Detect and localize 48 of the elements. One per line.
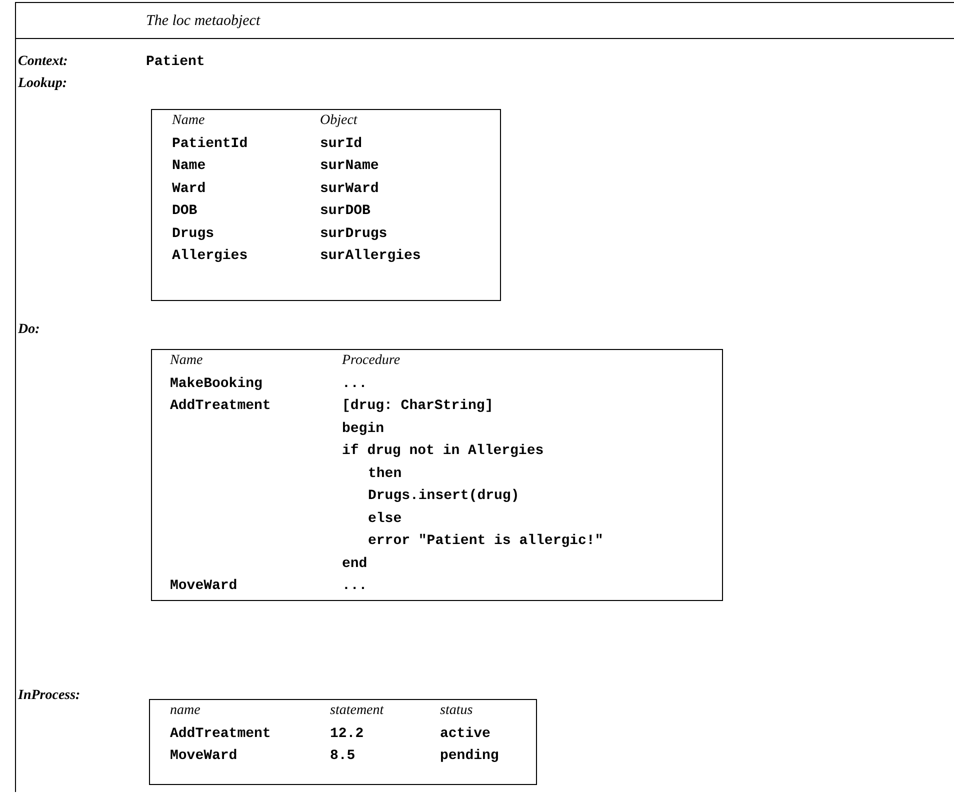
column-header: Procedure (342, 352, 400, 370)
metaobject-frame (15, 2, 954, 792)
section-label: InProcess: (18, 687, 80, 705)
code-text: surDOB (320, 202, 370, 220)
code-text: PatientId (172, 134, 248, 152)
code-text: surId (320, 134, 362, 152)
code-text: [drug: CharString] (342, 397, 494, 415)
column-header: Name (172, 112, 205, 130)
code-text: begin (342, 420, 384, 438)
code-text: Drugs.insert(drug) (368, 487, 520, 505)
table-box (151, 109, 501, 301)
code-text: else (368, 510, 402, 528)
column-header: statement (330, 702, 384, 720)
code-text: error "Patient is allergic!" (368, 532, 604, 550)
code-text: surAllergies (320, 247, 421, 265)
code-text: 8.5 (330, 747, 356, 765)
code-text: Ward (172, 180, 206, 198)
code-text: AddTreatment (170, 724, 271, 742)
column-header: name (170, 702, 200, 720)
context-value: Patient (146, 53, 205, 71)
column-header: Object (320, 112, 358, 130)
code-text: active (440, 724, 490, 742)
column-header: status (440, 702, 473, 720)
section-label: Context: (18, 53, 68, 71)
code-text: 12.2 (330, 724, 364, 742)
section-label: Do: (18, 321, 40, 339)
code-text: surName (320, 157, 379, 175)
code-text: DOB (172, 202, 198, 220)
code-text: Allergies (172, 247, 248, 265)
code-text: Drugs (172, 224, 214, 242)
code-text: end (342, 554, 368, 572)
code-text: if drug not in Allergies (342, 442, 544, 460)
code-text: MoveWard (170, 747, 238, 765)
section-label: Lookup: (18, 75, 67, 93)
code-text: MoveWard (170, 577, 238, 595)
table-box (149, 699, 537, 785)
code-text: ... (342, 374, 368, 392)
code-text: surDrugs (320, 224, 388, 242)
code-text: ... (342, 577, 368, 595)
code-text: Name (172, 157, 206, 175)
code-text: surWard (320, 180, 379, 198)
table-box (151, 349, 723, 601)
code-text: then (368, 464, 402, 482)
code-text: MakeBooking (170, 374, 262, 392)
column-header: Name (170, 352, 203, 370)
code-text: AddTreatment (170, 397, 271, 415)
code-text: pending (440, 747, 499, 765)
frame-title: The loc metaobject (146, 12, 260, 30)
